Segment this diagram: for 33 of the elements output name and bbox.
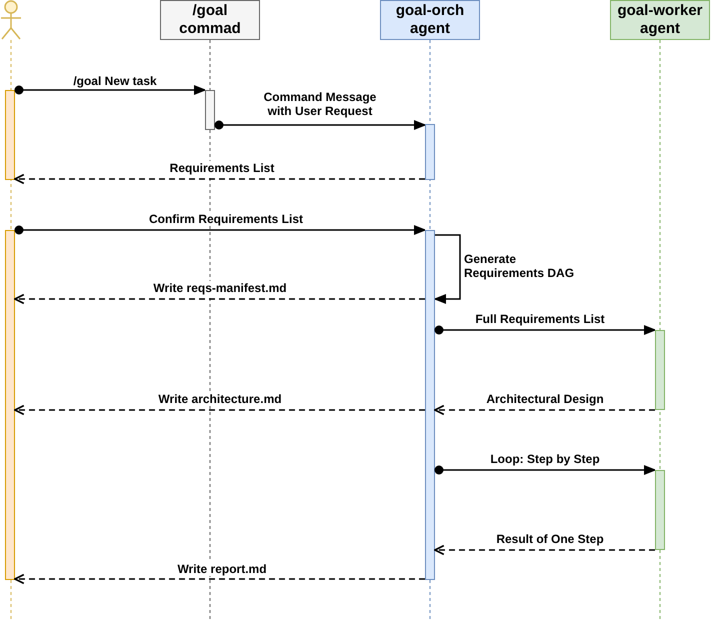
message-label: Full Requirements List [473, 312, 607, 326]
message-label: Result of One Step [494, 532, 606, 546]
message-arrow [14, 85, 206, 95]
message-label: Write reqs-manifest.md [151, 281, 289, 295]
message-label: Loop: Step by Step [488, 452, 602, 466]
message-arrow [214, 120, 426, 130]
activation-bar [205, 90, 215, 130]
activation-bar [5, 230, 15, 580]
message-label: Requirements List [168, 161, 276, 175]
activation-bar [5, 90, 15, 180]
participant-box: goal-worker agent [610, 0, 710, 40]
message-label: Confirm Requirements List [146, 212, 306, 226]
message-arrow [434, 465, 656, 475]
activation-bar [425, 230, 435, 580]
return-arrow [14, 574, 425, 584]
activation-bar [425, 124, 435, 180]
return-arrow [434, 404, 655, 416]
return-arrow [14, 294, 425, 304]
message-label: Write report.md [175, 562, 269, 576]
self-message-arrow [434, 234, 461, 304]
activation-bar [655, 470, 665, 550]
return-arrow [14, 174, 425, 184]
return-arrow [14, 404, 425, 416]
activation-bar [655, 330, 665, 410]
message-label: Architectural Design [484, 392, 606, 406]
message-arrow [434, 325, 656, 335]
message-label: Write architecture.md [156, 392, 284, 406]
message-arrow [14, 225, 426, 235]
participant-box: /goal commad [160, 0, 260, 40]
message-label: /goal New task [71, 74, 159, 88]
return-arrow [434, 544, 655, 556]
participant-box: goal-orch agent [380, 0, 480, 40]
person-icon [0, 0, 22, 40]
